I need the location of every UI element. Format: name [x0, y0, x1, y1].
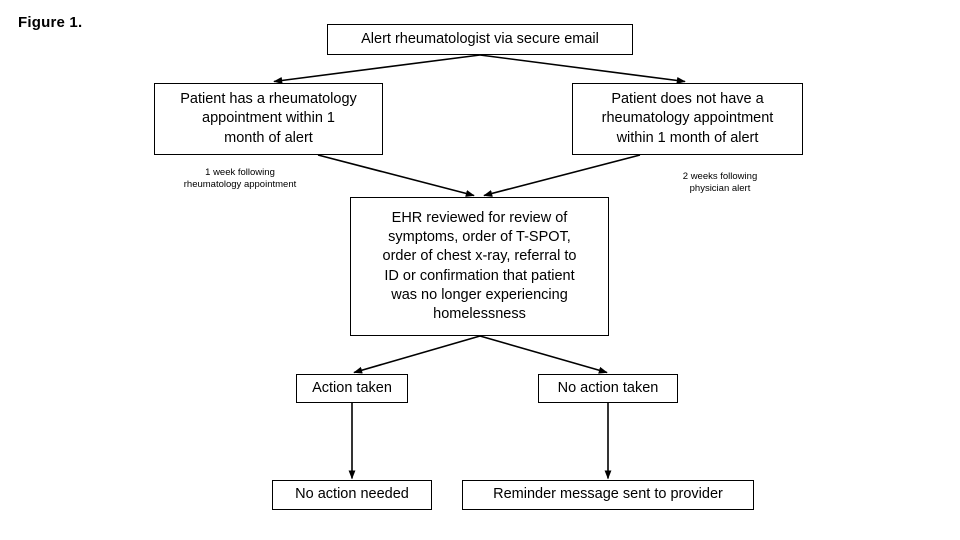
edge-has-appointment-to-ehr-review	[317, 154, 475, 197]
edge-ehr-review-to-no-action-taken	[479, 335, 608, 374]
node-action-taken-text: Action taken	[312, 379, 392, 396]
node-reminder-message-sent-text: Reminder message sent to provider	[493, 486, 723, 503]
node-no-action-needed-text: No action needed	[295, 486, 409, 503]
edge-ehr-review-to-action-taken	[353, 335, 481, 374]
node-alert-rheumatologist-text: Alert rheumatologist via secure email	[361, 30, 599, 47]
node-alert-rheumatologist: Alert rheumatologist via secure email	[327, 24, 633, 55]
node-patient-has-appointment: Patient has a rheumatology appointment w…	[154, 83, 383, 155]
node-no-action-needed: No action needed	[272, 480, 432, 510]
node-no-action-taken: No action taken	[538, 374, 678, 403]
edge-label-one-week-following: 1 week following rheumatology appointmen…	[183, 167, 297, 190]
node-reminder-message-sent: Reminder message sent to provider	[462, 480, 754, 510]
node-patient-no-appointment-text: Patient does not have a rheumatology app…	[601, 91, 774, 146]
node-no-action-taken-text: No action taken	[557, 379, 659, 396]
node-patient-no-appointment: Patient does not have a rheumatology app…	[572, 83, 803, 155]
edge-alert-to-no-appointment	[479, 54, 686, 84]
node-patient-has-appointment-text: Patient has a rheumatology appointment w…	[180, 91, 357, 146]
node-ehr-reviewed-text: EHR reviewed for review of symptoms, ord…	[382, 209, 577, 323]
edge-alert-to-has-appointment	[273, 54, 481, 84]
figure-caption-label: Figure 1.	[18, 14, 83, 31]
node-ehr-reviewed: EHR reviewed for review of symptoms, ord…	[350, 197, 609, 336]
edge-label-two-weeks-following: 2 weeks following physician alert	[682, 171, 758, 194]
edge-no-appointment-to-ehr-review	[483, 154, 641, 197]
node-action-taken: Action taken	[296, 374, 408, 403]
